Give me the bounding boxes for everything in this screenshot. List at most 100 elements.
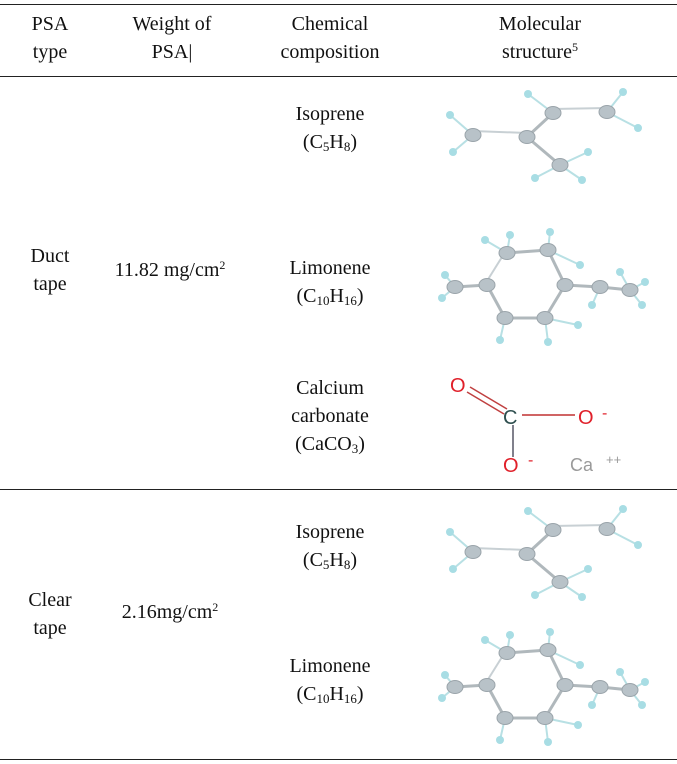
- hydrogen-atom: [578, 593, 586, 601]
- carbon-atom: [446, 680, 464, 694]
- double-bond: [472, 547, 528, 551]
- carbon-atom: [551, 158, 569, 172]
- duct-isoprene: Isoprene(C5H8): [295, 103, 365, 154]
- hydrogen-atom: [506, 231, 514, 239]
- limonene-structure-clear: [438, 628, 649, 746]
- carbon-atom: [621, 283, 639, 297]
- hydrogen-atom: [619, 88, 627, 96]
- isoprene-structure-clear: [446, 505, 642, 601]
- carbon-atom: [598, 522, 616, 536]
- top-rule: [0, 4, 677, 5]
- carbon-atom: [556, 278, 574, 292]
- carbon-atom: [518, 130, 536, 144]
- carbon-atom: [498, 246, 516, 260]
- hydrogen-atom: [531, 174, 539, 182]
- hydrogen-atom: [616, 268, 624, 276]
- hydrogen-atom: [544, 338, 552, 346]
- clear-limonene: Limonene(C10H16): [289, 655, 371, 706]
- minus-right: -: [602, 405, 607, 422]
- hydrogen-atom: [584, 565, 592, 573]
- hydrogen-atom: [578, 176, 586, 184]
- hydrogen-atom: [546, 628, 554, 636]
- hydrogen-atom: [446, 528, 454, 536]
- header-rule: [0, 76, 677, 77]
- double-bond: [552, 524, 608, 527]
- limonene-structure-duct: [438, 228, 649, 346]
- hydrogen-atom: [524, 507, 532, 515]
- carbon-atom: [539, 243, 557, 257]
- hydrogen-atom: [496, 736, 504, 744]
- carbon-atom: [621, 683, 639, 697]
- hydrogen-atom: [438, 694, 446, 702]
- carbon-atom: [536, 311, 554, 325]
- hydrogen-atom: [441, 271, 449, 279]
- isoprene-structure-duct: [446, 88, 642, 184]
- hydrogen-atom: [438, 294, 446, 302]
- hydrogen-atom: [641, 678, 649, 686]
- hydrogen-atom: [588, 301, 596, 309]
- carbon-atom: [478, 678, 496, 692]
- oxygen-right: O: [578, 407, 594, 429]
- carbon-atom: [478, 278, 496, 292]
- hydrogen-atom: [584, 148, 592, 156]
- hydrogen-atom: [634, 124, 642, 132]
- hydrogen-atom: [576, 261, 584, 269]
- clear-isoprene: Isoprene(C5H8): [295, 521, 365, 572]
- hydrogen-atom: [524, 90, 532, 98]
- hydrogen-atom: [638, 701, 646, 709]
- carbon-atom: [464, 545, 482, 559]
- duct-weight: 11.82 mg/cm2: [114, 258, 226, 281]
- calcium-label: Ca: [570, 455, 594, 475]
- carbon-atom: [539, 643, 557, 657]
- hydrogen-atom: [638, 301, 646, 309]
- carbon-atom: [544, 523, 562, 537]
- oxygen-bottom: O: [503, 455, 519, 477]
- hydrogen-atom: [588, 701, 596, 709]
- hydrogen-atom: [531, 591, 539, 599]
- carbon-atom: [496, 711, 514, 725]
- carbon-label: C: [503, 407, 517, 429]
- hydrogen-atom: [506, 631, 514, 639]
- hydrogen-atom: [546, 228, 554, 236]
- hydrogen-atom: [619, 505, 627, 513]
- calcium-carbonate-structure: O C O - O - Ca ++: [450, 375, 621, 477]
- carbon-atom: [446, 280, 464, 294]
- double-bond: [472, 130, 528, 134]
- clear-weight: 2.16mg/cm2: [121, 600, 219, 623]
- hydrogen-atom: [574, 721, 582, 729]
- hydrogen-atom: [441, 671, 449, 679]
- carbon-atom: [551, 575, 569, 589]
- section-rule: [0, 489, 677, 490]
- carbon-atom: [498, 646, 516, 660]
- hydrogen-atom: [496, 336, 504, 344]
- oxygen-top: O: [450, 375, 466, 397]
- bottom-rule: [0, 759, 677, 760]
- hydrogen-atom: [449, 148, 457, 156]
- carbon-atom: [556, 678, 574, 692]
- hydrogen-atom: [576, 661, 584, 669]
- hydrogen-atom: [449, 565, 457, 573]
- carbon-atom: [518, 547, 536, 561]
- carbon-atom: [464, 128, 482, 142]
- carbon-atom: [591, 280, 609, 294]
- hydrogen-atom: [544, 738, 552, 746]
- hydrogen-atom: [641, 278, 649, 286]
- carbon-atom: [536, 711, 554, 725]
- carbon-atom: [544, 106, 562, 120]
- carbon-atom: [591, 680, 609, 694]
- calcium-charge: ++: [606, 452, 621, 467]
- hydrogen-atom: [616, 668, 624, 676]
- hydrogen-atom: [446, 111, 454, 119]
- hydrogen-atom: [481, 236, 489, 244]
- duct-limonene: Limonene(C10H16): [289, 257, 371, 308]
- hydrogen-atom: [634, 541, 642, 549]
